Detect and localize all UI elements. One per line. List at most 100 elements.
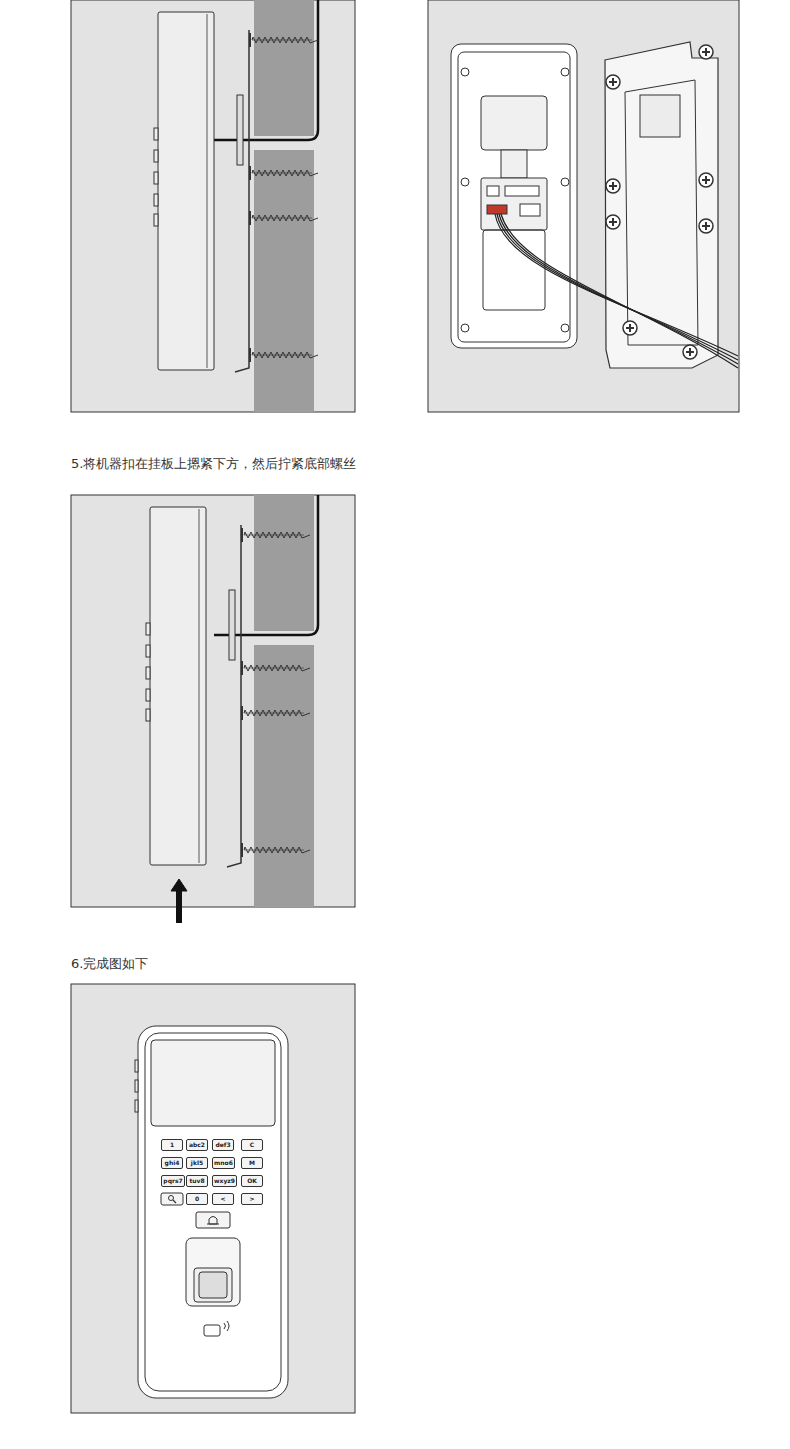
keypad-key: wxyz9 — [212, 1175, 237, 1187]
side-button — [154, 194, 158, 206]
card-icon — [204, 1325, 220, 1336]
side-view — [71, 0, 355, 412]
device-body — [158, 12, 214, 370]
keypad-key: tuv8 — [186, 1175, 208, 1187]
screw-thread — [244, 847, 310, 853]
side-button — [146, 645, 150, 657]
screw-hole — [461, 68, 469, 76]
key-label: mno6 — [214, 1160, 233, 1166]
key-label: wxyz9 — [214, 1178, 235, 1184]
wall — [254, 0, 314, 136]
screw-head — [241, 528, 243, 542]
screw-thread — [244, 710, 310, 716]
key-label: < — [220, 1196, 225, 1202]
panel-ground — [71, 984, 355, 1413]
screw-shaft — [252, 173, 312, 174]
panel-ground — [71, 495, 355, 907]
screw-cross — [626, 324, 634, 332]
keypad-key: C — [241, 1139, 263, 1151]
screw-head — [241, 661, 243, 675]
screw-head — [606, 179, 620, 193]
screw-hole — [561, 68, 569, 76]
keypad-key: > — [241, 1193, 263, 1205]
screw-head — [241, 706, 243, 720]
device-back — [229, 590, 235, 660]
screw-shaft — [252, 40, 312, 41]
screw-head — [606, 215, 620, 229]
screw-cross — [686, 348, 694, 356]
keypad-key: 1 — [161, 1139, 183, 1151]
wall — [254, 645, 314, 907]
side-button — [146, 667, 150, 679]
panel-ground — [428, 0, 739, 412]
side-button — [135, 1080, 138, 1092]
screw-thread — [252, 170, 318, 176]
screw-head — [683, 345, 697, 359]
screw-head — [699, 45, 713, 59]
screw-shaft — [244, 850, 304, 851]
key-label: > — [249, 1196, 254, 1202]
cable — [497, 214, 738, 360]
screw-cross — [702, 48, 710, 56]
key-label: 0 — [195, 1196, 199, 1202]
screw-head — [699, 219, 713, 233]
keypad-key: pqrs7 — [161, 1175, 185, 1187]
device-back-plate — [451, 44, 577, 348]
keypad-key: 0 — [186, 1193, 208, 1205]
port — [505, 186, 539, 196]
screw-head — [249, 348, 251, 362]
display-screen — [151, 1040, 275, 1126]
screw-head — [606, 75, 620, 89]
key-label: C — [250, 1142, 254, 1148]
side-button — [135, 1060, 138, 1072]
search-icon — [173, 1200, 176, 1203]
mount-neck — [501, 150, 527, 178]
side-button — [146, 709, 150, 721]
fingerprint-sensor — [199, 1272, 227, 1298]
key-label: 1 — [170, 1142, 174, 1148]
side-button — [146, 689, 150, 701]
screw-thread — [252, 352, 318, 358]
port — [487, 186, 499, 196]
connector-area — [481, 178, 547, 230]
key-label: M — [249, 1160, 255, 1166]
screw-hole — [561, 324, 569, 332]
side-button — [135, 1100, 138, 1112]
screw-shaft — [244, 668, 304, 669]
key-label: ghi4 — [165, 1160, 180, 1166]
keypad-key: OK — [241, 1175, 263, 1187]
screw-shaft — [252, 218, 312, 219]
screw-hole — [561, 178, 569, 186]
screw-cross — [609, 218, 617, 226]
screw-thread — [244, 532, 310, 538]
screw-head — [623, 321, 637, 335]
connector-highlight — [487, 205, 507, 214]
bell-icon — [207, 1217, 219, 1225]
fingerprint-window — [194, 1268, 232, 1302]
side-button — [154, 128, 158, 140]
bracket-cutout — [625, 80, 698, 345]
keypad-key: < — [212, 1193, 234, 1205]
search-icon — [169, 1196, 174, 1201]
screw-shaft — [244, 713, 304, 714]
screw-hole — [461, 324, 469, 332]
device-edge — [207, 14, 208, 368]
cable — [499, 214, 738, 364]
device-body — [150, 507, 206, 865]
screw-thread — [252, 215, 318, 221]
cable — [495, 214, 738, 356]
key-label: jkl5 — [191, 1160, 203, 1166]
wall — [254, 495, 314, 631]
step-caption: 6.完成图如下 — [71, 955, 148, 973]
rear-view — [428, 0, 739, 412]
back-recess — [483, 230, 545, 310]
cable — [214, 0, 318, 140]
mount-bracket — [227, 525, 241, 867]
front-view — [71, 984, 355, 1413]
side-button — [146, 623, 150, 635]
screw-head — [241, 843, 243, 857]
doorbell-key — [196, 1212, 230, 1228]
keypad-key: def3 — [212, 1139, 234, 1151]
device-back-inner — [458, 52, 570, 342]
